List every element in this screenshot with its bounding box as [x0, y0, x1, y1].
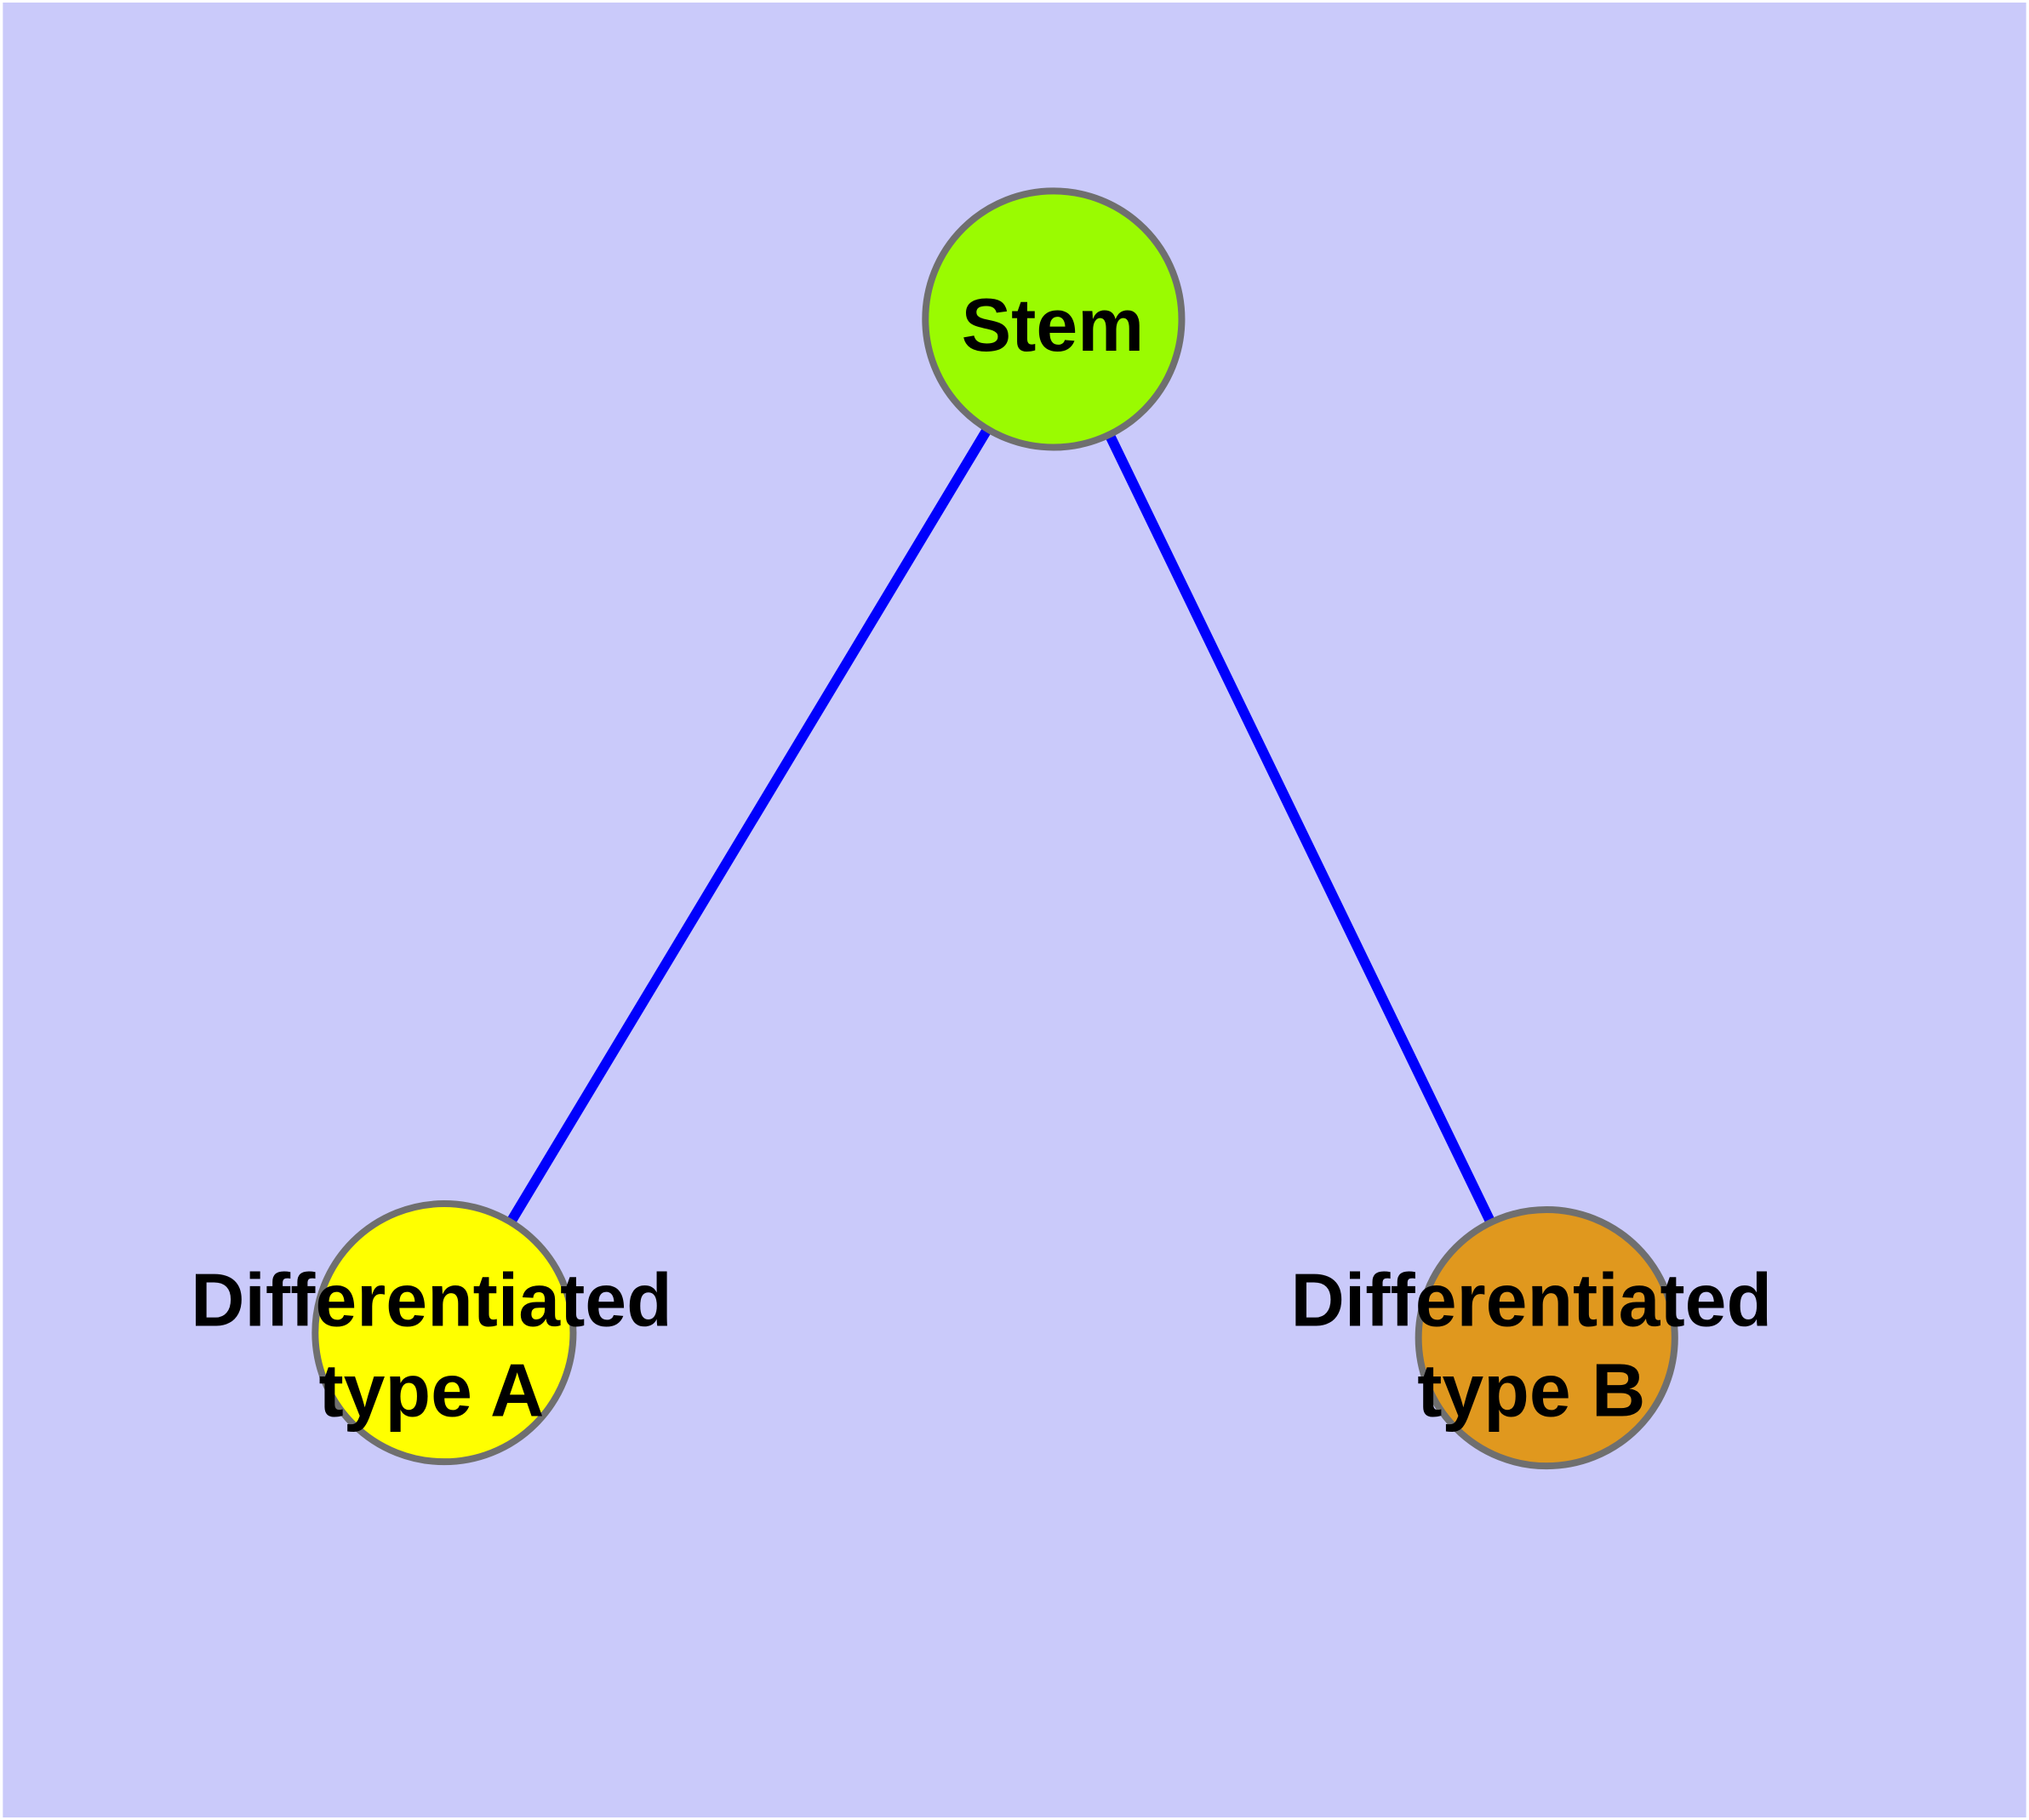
graph-svg: Stem Differentiated type A Differentiate…: [3, 3, 2026, 1817]
node-differentiated-type-a: [311, 1200, 577, 1466]
node-type-b-label-line2: type B: [1417, 1348, 1645, 1432]
node-type-a-label-line1: Differentiated: [191, 1259, 672, 1342]
node-differentiated-type-b: [1415, 1206, 1678, 1470]
edge-stem-to-type-a: [439, 316, 1058, 1336]
node-stem-label: Stem: [962, 283, 1145, 367]
node-type-b-label-line1: Differentiated: [1291, 1259, 1773, 1342]
edge-stem-to-type-b: [1049, 317, 1552, 1341]
node-type-a-label-line2: type A: [318, 1348, 544, 1432]
node-stem: [922, 187, 1186, 451]
